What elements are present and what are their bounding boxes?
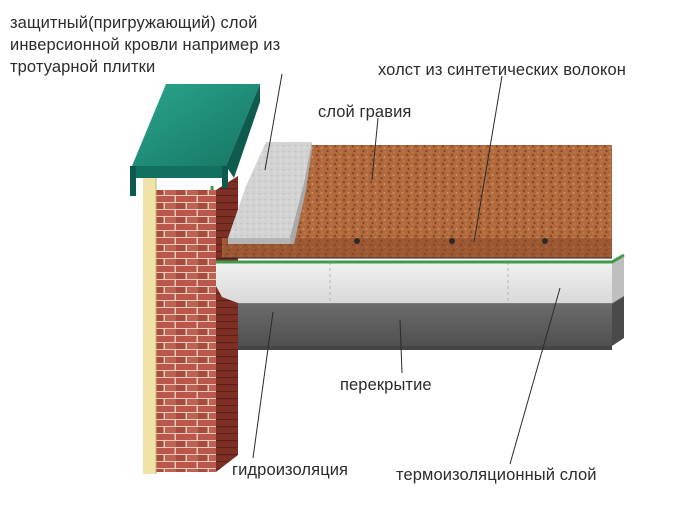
label-protective-line-3: тротуарной плитки: [10, 58, 156, 76]
label-waterproofing: гидроизоляция: [232, 461, 349, 479]
label-insulation: термоизоляционный слой: [396, 466, 597, 484]
insulation-layer: [216, 262, 612, 303]
parapet-cap-front: [130, 166, 228, 178]
wall-render: [143, 178, 156, 474]
slab-right-face: [612, 296, 624, 346]
gravel-top: [284, 145, 612, 238]
label-fabric: холст из синтетических волокон: [378, 61, 626, 79]
label-slab: перекрытие: [340, 376, 432, 394]
insulation-right-face: [612, 255, 624, 303]
slab-layer: [178, 304, 612, 346]
label-gravel: слой гравия: [318, 103, 412, 121]
brick-wall: [155, 190, 216, 472]
paving-tile: [228, 142, 312, 238]
label-protective-layer: защитный(пригружающий) слой инверсионной…: [10, 12, 280, 78]
parapet-cap-top: [132, 84, 260, 166]
label-protective-line-1: защитный(пригружающий) слой: [10, 14, 258, 32]
label-protective-line-2: инверсионной кровли например из: [10, 36, 281, 54]
slab-underside: [215, 346, 612, 350]
leader-lines: [252, 73, 561, 465]
